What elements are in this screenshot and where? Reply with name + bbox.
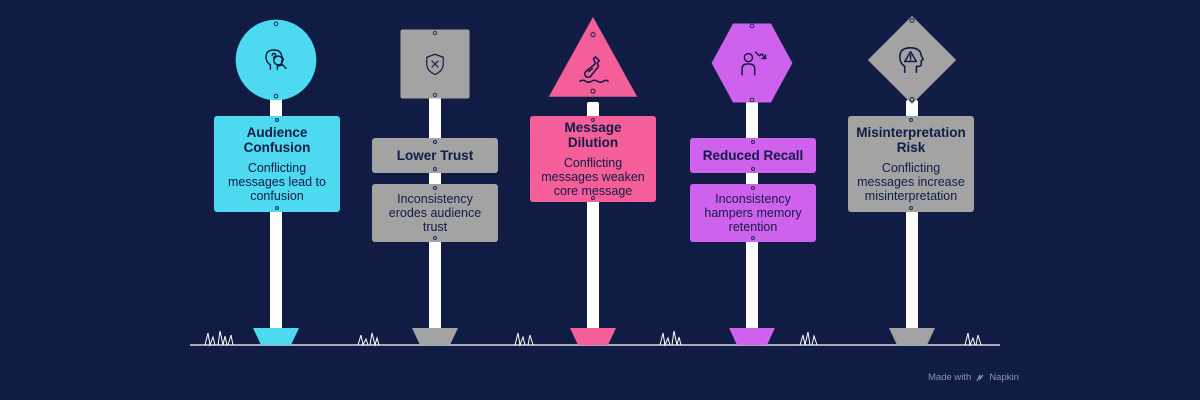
sign-base [253,328,299,345]
sign-base [729,328,775,345]
sign-base [412,328,458,345]
panel-bolt-bottom [909,206,913,210]
panel-bolt-top [909,118,913,122]
panel-bolt-top [751,186,755,190]
sign-head-circle [235,19,317,101]
message-bottle-icon [578,55,609,83]
panel-bolt-top [751,140,755,144]
warning-head-icon [898,46,924,73]
panel-bolt-bottom [433,236,437,240]
sign-title: Message Dilution [564,120,622,150]
watermark-brand: Napkin [989,372,1019,383]
watermark-prefix: Made with [928,372,972,383]
panel-bolt-bottom [275,206,279,210]
panel-bolt-bottom [751,236,755,240]
sign-description-panel: Inconsistency hampers memory retention [690,184,816,242]
sign-title: Misinterpretation Risk [856,125,966,155]
panel-bolt-top [433,186,437,190]
sign-description: Inconsistency hampers memory retention [704,192,802,234]
panel-bolt-top [433,140,437,144]
panel-bolt-top [275,118,279,122]
sign-description: Inconsistency erodes audience trust [388,192,482,234]
panel-bolt-bottom [751,167,755,171]
person-decline-icon [741,51,767,76]
panel-bolt-bottom [433,167,437,171]
napkin-logo-icon [976,374,984,381]
sign-description-panel: Inconsistency erodes audience trust [372,184,498,242]
panel-bolt-top [591,118,595,122]
sign-title: Reduced Recall [702,148,804,163]
sign-head-diamond [867,15,957,105]
broken-shield-icon [426,53,444,76]
sign-head-hexagon [711,23,793,103]
sign-description: Conflicting messages increase misinterpr… [857,161,965,203]
sign-description: Conflicting messages lead to confusion [228,161,326,203]
sign-head-triangle [548,16,638,97]
panel-bolt-bottom [591,196,595,200]
sign-title: Audience Confusion [243,125,311,155]
sign-base [570,328,616,345]
question-head-icon [264,48,287,70]
watermark: Made with Napkin [928,372,1019,383]
sign-title: Lower Trust [396,148,474,163]
sign-base [889,328,935,345]
sign-description: Conflicting messages weaken core message [541,156,645,198]
